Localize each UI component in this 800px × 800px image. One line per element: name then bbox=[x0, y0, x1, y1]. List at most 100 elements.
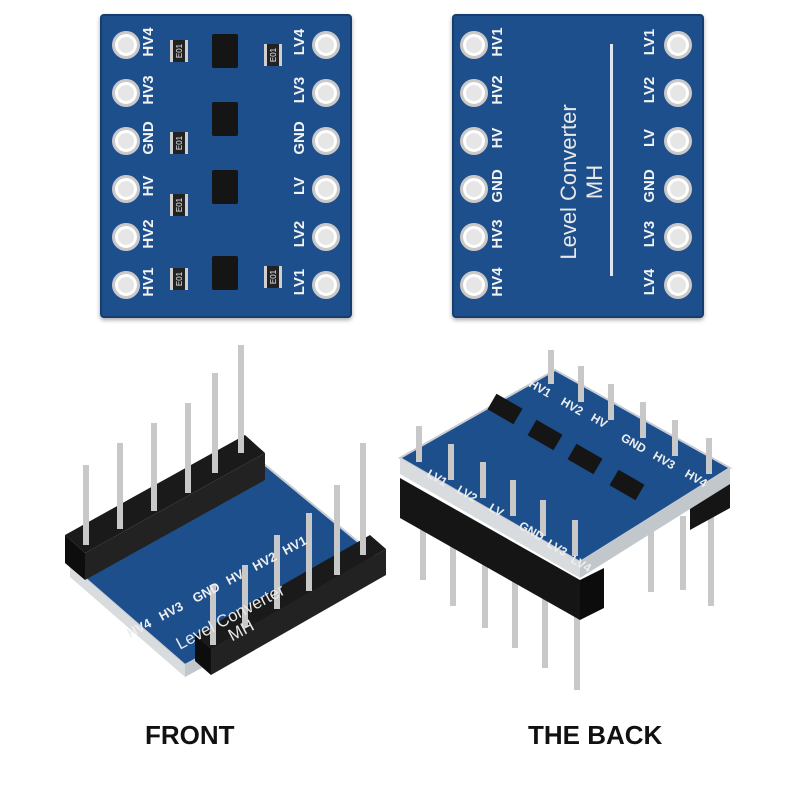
resistor: E01 bbox=[170, 132, 188, 154]
pin-label: LV4 bbox=[291, 28, 308, 56]
pad bbox=[312, 31, 340, 59]
header-block bbox=[580, 568, 604, 620]
pin-label: LV2 bbox=[291, 220, 308, 248]
header-pin bbox=[242, 565, 248, 627]
pin-label: LV1 bbox=[291, 268, 308, 296]
pin-label: GND bbox=[641, 169, 658, 203]
pad bbox=[664, 271, 692, 299]
header-pin bbox=[334, 485, 340, 575]
header-pin bbox=[572, 520, 578, 556]
header-block bbox=[85, 453, 265, 580]
header-pin bbox=[448, 444, 454, 480]
header-pin bbox=[450, 536, 456, 606]
pad bbox=[312, 127, 340, 155]
pin-label: LV bbox=[641, 128, 658, 148]
header-pin bbox=[540, 500, 546, 536]
header-pin bbox=[510, 480, 516, 516]
header-pin bbox=[706, 438, 712, 474]
pcb-edge bbox=[580, 468, 730, 578]
mosfet-chip bbox=[527, 419, 563, 451]
header-pin bbox=[578, 366, 584, 402]
mosfet-chip bbox=[212, 170, 238, 204]
header-block bbox=[211, 549, 386, 675]
angled-back-view: HV4 HV3 GND HV HV2 HV1 Level Converter M… bbox=[65, 345, 386, 677]
pin-label: HV4 bbox=[489, 267, 506, 297]
mosfet-chip bbox=[212, 34, 238, 68]
pin-label: HV bbox=[140, 175, 157, 197]
header-pin bbox=[238, 345, 244, 453]
header-pin bbox=[274, 535, 280, 609]
header-block bbox=[400, 478, 580, 620]
mosfet-chip bbox=[567, 443, 603, 475]
pin-label: LV3 bbox=[641, 220, 658, 248]
header-pin bbox=[512, 568, 518, 648]
header-pin bbox=[416, 426, 422, 462]
pad bbox=[664, 223, 692, 251]
pad bbox=[312, 223, 340, 251]
pcb-edge bbox=[70, 565, 185, 677]
pad bbox=[112, 175, 140, 203]
mosfet-chip bbox=[487, 393, 523, 425]
header-pin bbox=[648, 532, 654, 592]
header-pin bbox=[420, 520, 426, 580]
mosfet-chip bbox=[609, 469, 645, 501]
pin-label: HV2 bbox=[489, 75, 506, 105]
resistor-code: E01 bbox=[269, 47, 279, 63]
pad bbox=[664, 175, 692, 203]
pcb-edge bbox=[400, 458, 580, 578]
board-name: Level Converter MH bbox=[556, 102, 608, 262]
pad bbox=[460, 31, 488, 59]
resistor: E01 bbox=[170, 194, 188, 216]
header-pin bbox=[185, 403, 191, 493]
header-pin bbox=[482, 552, 488, 628]
caption-back: THE BACK bbox=[528, 720, 663, 750]
resistor-code: E01 bbox=[175, 197, 185, 213]
pin-label: GND bbox=[489, 169, 506, 203]
header-pin bbox=[360, 443, 366, 555]
pin-label: HV3 bbox=[140, 75, 157, 105]
pad bbox=[112, 271, 140, 299]
header-pin bbox=[574, 602, 580, 690]
pin-label: HV4 bbox=[140, 27, 157, 57]
pad bbox=[460, 175, 488, 203]
header-pin bbox=[480, 462, 486, 498]
header-pin bbox=[83, 465, 89, 545]
pad bbox=[312, 79, 340, 107]
header-pin bbox=[210, 585, 216, 645]
board-name-line1: Level Converter bbox=[556, 104, 581, 260]
resistor: E01 bbox=[264, 266, 282, 288]
silkscreen-line bbox=[610, 44, 613, 276]
resistor-code: E01 bbox=[175, 135, 185, 151]
pad bbox=[112, 223, 140, 251]
board-name-line2: MH bbox=[582, 164, 607, 200]
mosfet-chip bbox=[212, 102, 238, 136]
header-pin bbox=[306, 513, 312, 591]
pad bbox=[112, 127, 140, 155]
pin-label: LV bbox=[487, 500, 507, 519]
resistor-code: E01 bbox=[175, 271, 185, 287]
mosfet-chip bbox=[212, 256, 238, 290]
header-pin bbox=[680, 516, 686, 590]
pad bbox=[664, 79, 692, 107]
angled-front-view: HV1 HV2 HV GND HV3 HV4 LV1 LV2 LV GND LV… bbox=[397, 350, 732, 690]
pin-label: LV3 bbox=[291, 76, 308, 104]
resistor: E01 bbox=[264, 44, 282, 66]
header-pin bbox=[608, 384, 614, 420]
pin-label: HV1 bbox=[489, 27, 506, 57]
header-pin bbox=[212, 373, 218, 473]
pin-label: LV1 bbox=[641, 28, 658, 56]
header-pin bbox=[672, 420, 678, 456]
resistor-code: E01 bbox=[269, 269, 279, 285]
pin-label: LV4 bbox=[641, 268, 658, 296]
pin-label: HV bbox=[489, 127, 506, 149]
header-pin bbox=[542, 584, 548, 668]
pad bbox=[312, 175, 340, 203]
pad bbox=[664, 127, 692, 155]
pad bbox=[664, 31, 692, 59]
resistor: E01 bbox=[170, 40, 188, 62]
pad bbox=[312, 271, 340, 299]
header-pin bbox=[640, 402, 646, 438]
pin-label: GND bbox=[140, 121, 157, 155]
caption-front: FRONT bbox=[145, 720, 235, 750]
pad bbox=[460, 271, 488, 299]
